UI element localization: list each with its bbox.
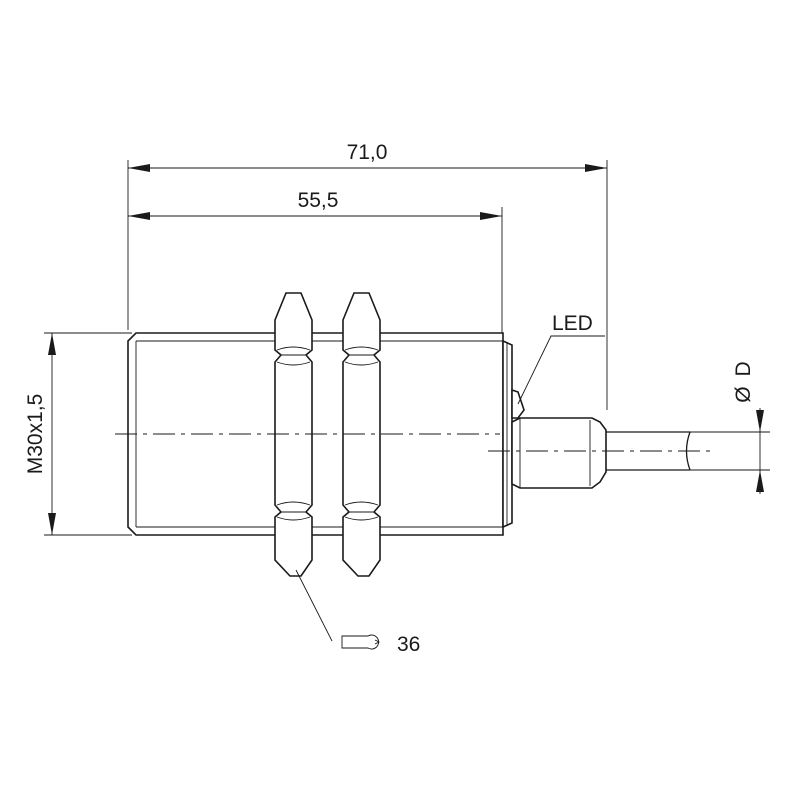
diameter-symbol: Ø <box>732 386 755 402</box>
dimension-cable-diameter: Ø D <box>732 361 764 494</box>
wrench-size-label: 36 <box>397 633 420 656</box>
dimension-body-length: 55,5 <box>128 189 502 220</box>
dimension-thread: M30x1,5 <box>24 333 56 535</box>
led-label: LED <box>552 312 593 335</box>
cable-diameter-label: D <box>732 361 755 376</box>
svg-text:Ø D: Ø D <box>732 361 755 402</box>
overall-length-label: 71,0 <box>347 141 388 164</box>
hex-nut-2 <box>342 292 381 577</box>
led-callout: LED <box>517 312 605 405</box>
center-lines <box>115 433 715 452</box>
body-length-label: 55,5 <box>298 189 339 212</box>
cable-gland <box>511 417 607 489</box>
wrench-callout: 36 <box>295 569 420 656</box>
dimension-overall-length: 71,0 <box>128 141 607 172</box>
thread-label: M30x1,5 <box>24 394 47 475</box>
wrench-icon <box>341 634 381 650</box>
hex-nut-1 <box>274 292 313 577</box>
